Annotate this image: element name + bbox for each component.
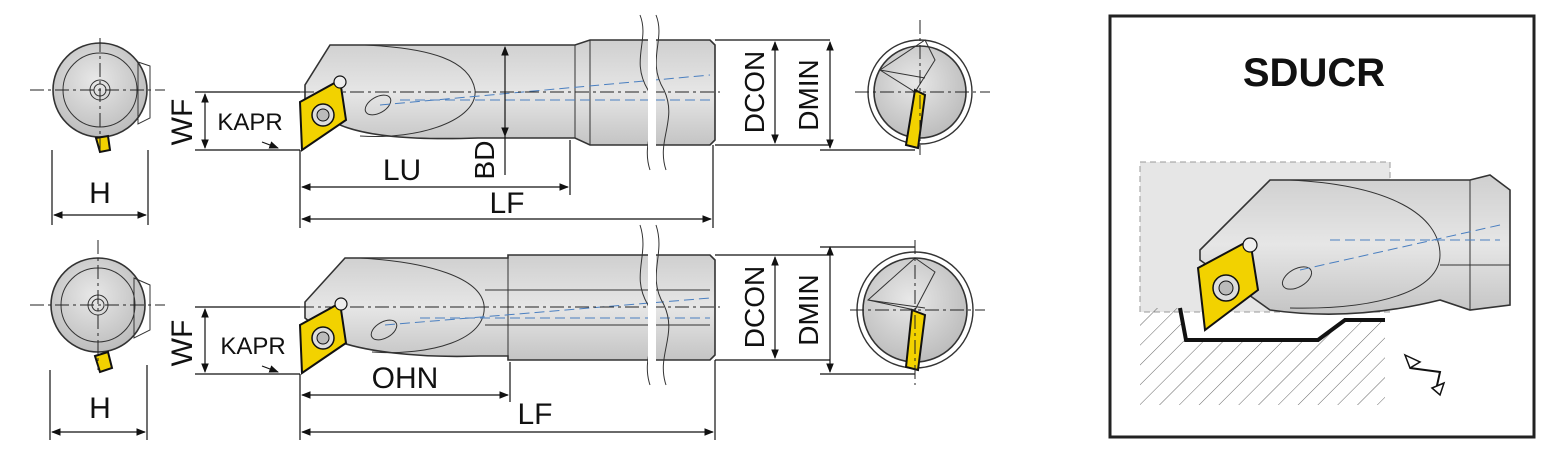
top-kapr-label: KAPR <box>217 109 282 136</box>
top-end-view: H <box>30 38 165 225</box>
top-h-label: H <box>89 177 111 210</box>
feed-direction-icon <box>1403 353 1446 397</box>
bottom-bar-body <box>298 224 720 386</box>
top-insert <box>298 75 348 152</box>
top-bd-label: BD <box>469 141 500 180</box>
type-box: SDUCR <box>1108 14 1536 439</box>
top-lu-label: LU <box>383 154 421 187</box>
bottom-lf-label: LF <box>517 398 552 431</box>
top-lf-label: LF <box>489 187 524 220</box>
bottom-insert <box>298 297 348 375</box>
top-view: H WF KAPR <box>30 14 990 228</box>
bottom-view: H WF KAPR <box>30 224 985 440</box>
top-dcon-label: DCON <box>739 51 770 133</box>
bottom-kapr-label: KAPR <box>220 333 285 360</box>
top-wf-label: WF <box>166 99 199 146</box>
type-code-title: SDUCR <box>1243 51 1385 95</box>
bottom-end-view: H <box>30 240 165 440</box>
bottom-front-view <box>850 240 985 385</box>
top-front-view <box>855 20 990 155</box>
bottom-ohn-label: OHN <box>372 362 439 395</box>
top-bar-body <box>298 14 720 171</box>
bottom-dcon-label: DCON <box>739 266 770 348</box>
bottom-wf-label: WF <box>166 320 199 367</box>
bottom-dmin-label: DMIN <box>793 274 824 346</box>
bottom-h-label: H <box>89 392 111 425</box>
box-tool <box>1196 174 1511 332</box>
top-dmin-label: DMIN <box>793 59 824 131</box>
